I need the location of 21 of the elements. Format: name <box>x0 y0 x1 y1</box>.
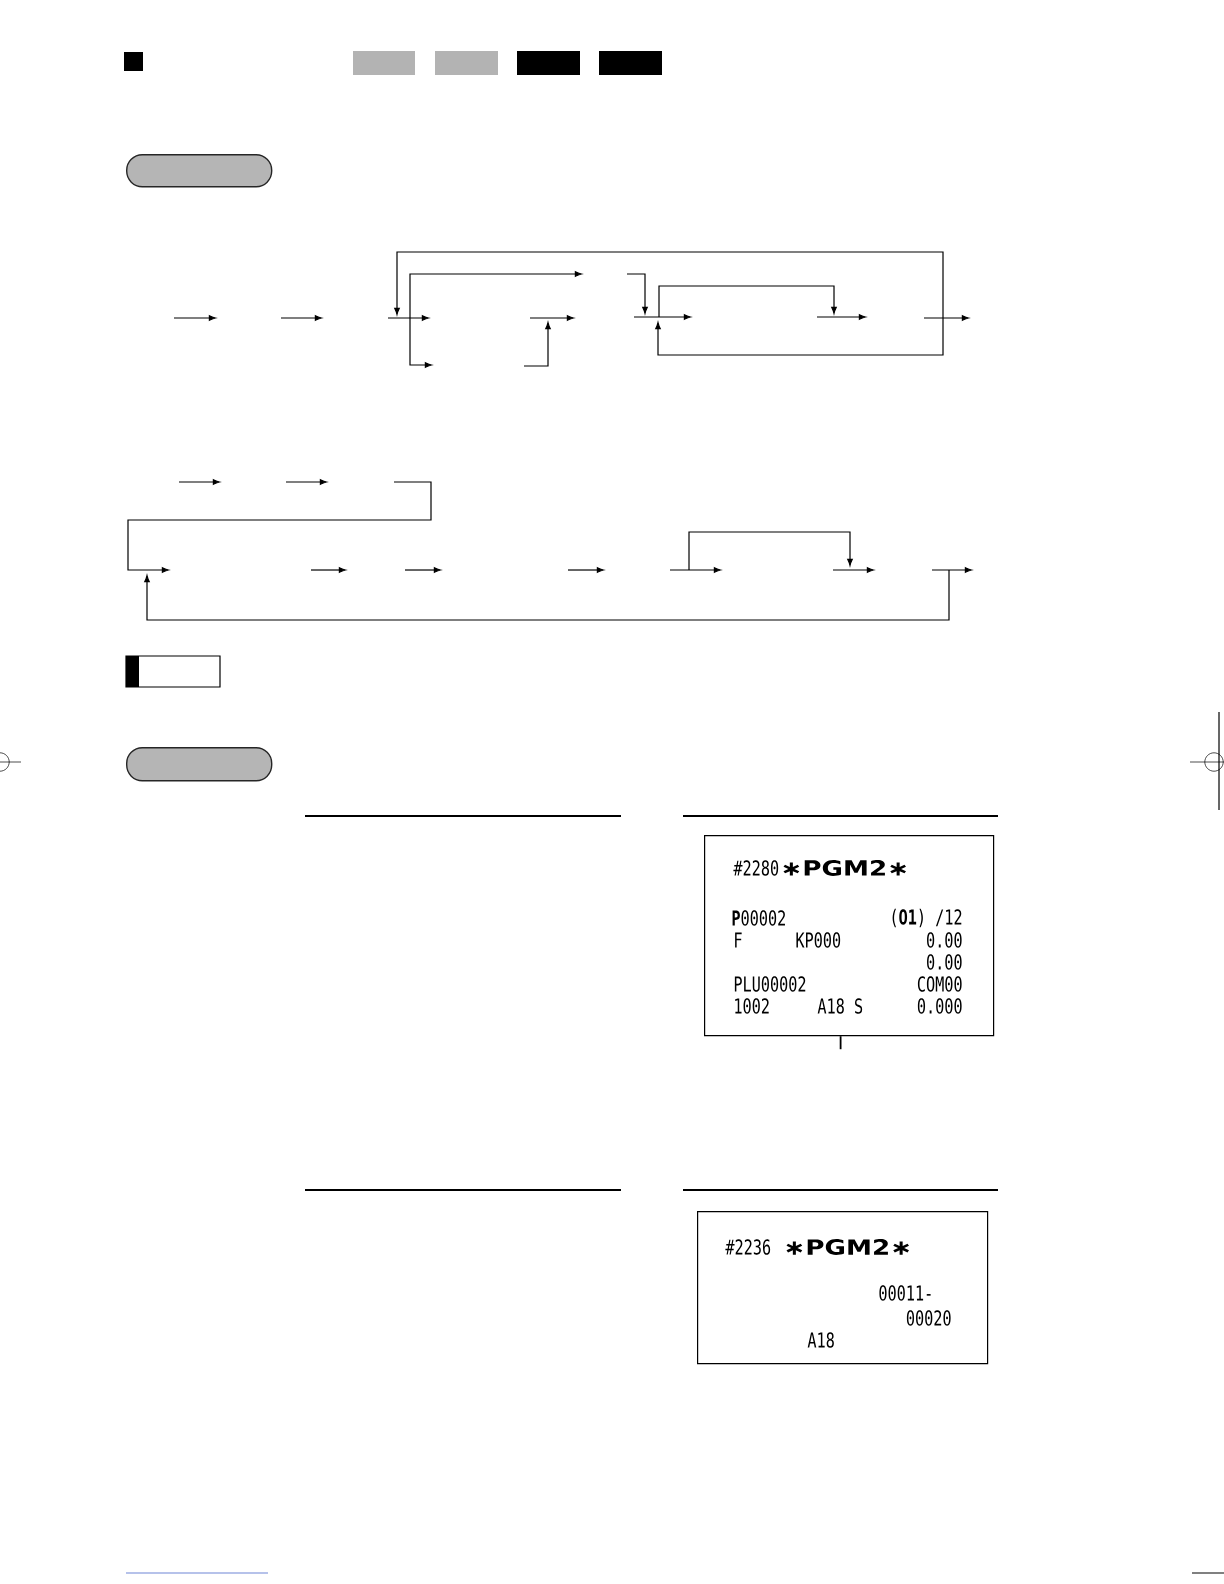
receipt-text: ∗PGM2∗ <box>786 1239 909 1255</box>
receipt-text: (O1) /12 <box>892 908 962 928</box>
heading-pill <box>126 154 273 188</box>
receipt-text: PLU00002 <box>734 976 806 992</box>
leader-line <box>839 1035 842 1051</box>
receipt-text: 0.00 <box>927 954 962 970</box>
receipt-text: #2236 <box>725 1239 771 1255</box>
receipt-text: 00011- <box>879 1285 931 1301</box>
receipt-text: F <box>735 932 742 948</box>
receipt-text: 0.000 <box>917 998 962 1014</box>
receipt-text: A18 S <box>817 998 863 1014</box>
receipt-text: KP000 <box>796 932 841 948</box>
receipt-text: 1002 <box>735 998 769 1014</box>
receipt-text: P00002 <box>732 910 785 926</box>
receipt-text: 0.00 <box>927 932 962 948</box>
receipt-text: #2280 <box>733 860 779 876</box>
receipt-text: 00020 <box>906 1310 951 1326</box>
receipt-text: A18 <box>807 1332 834 1348</box>
heading-pill <box>126 747 273 782</box>
receipt-text: ∗PGM2∗ <box>783 860 906 876</box>
receipt-text: COM00 <box>917 976 962 992</box>
